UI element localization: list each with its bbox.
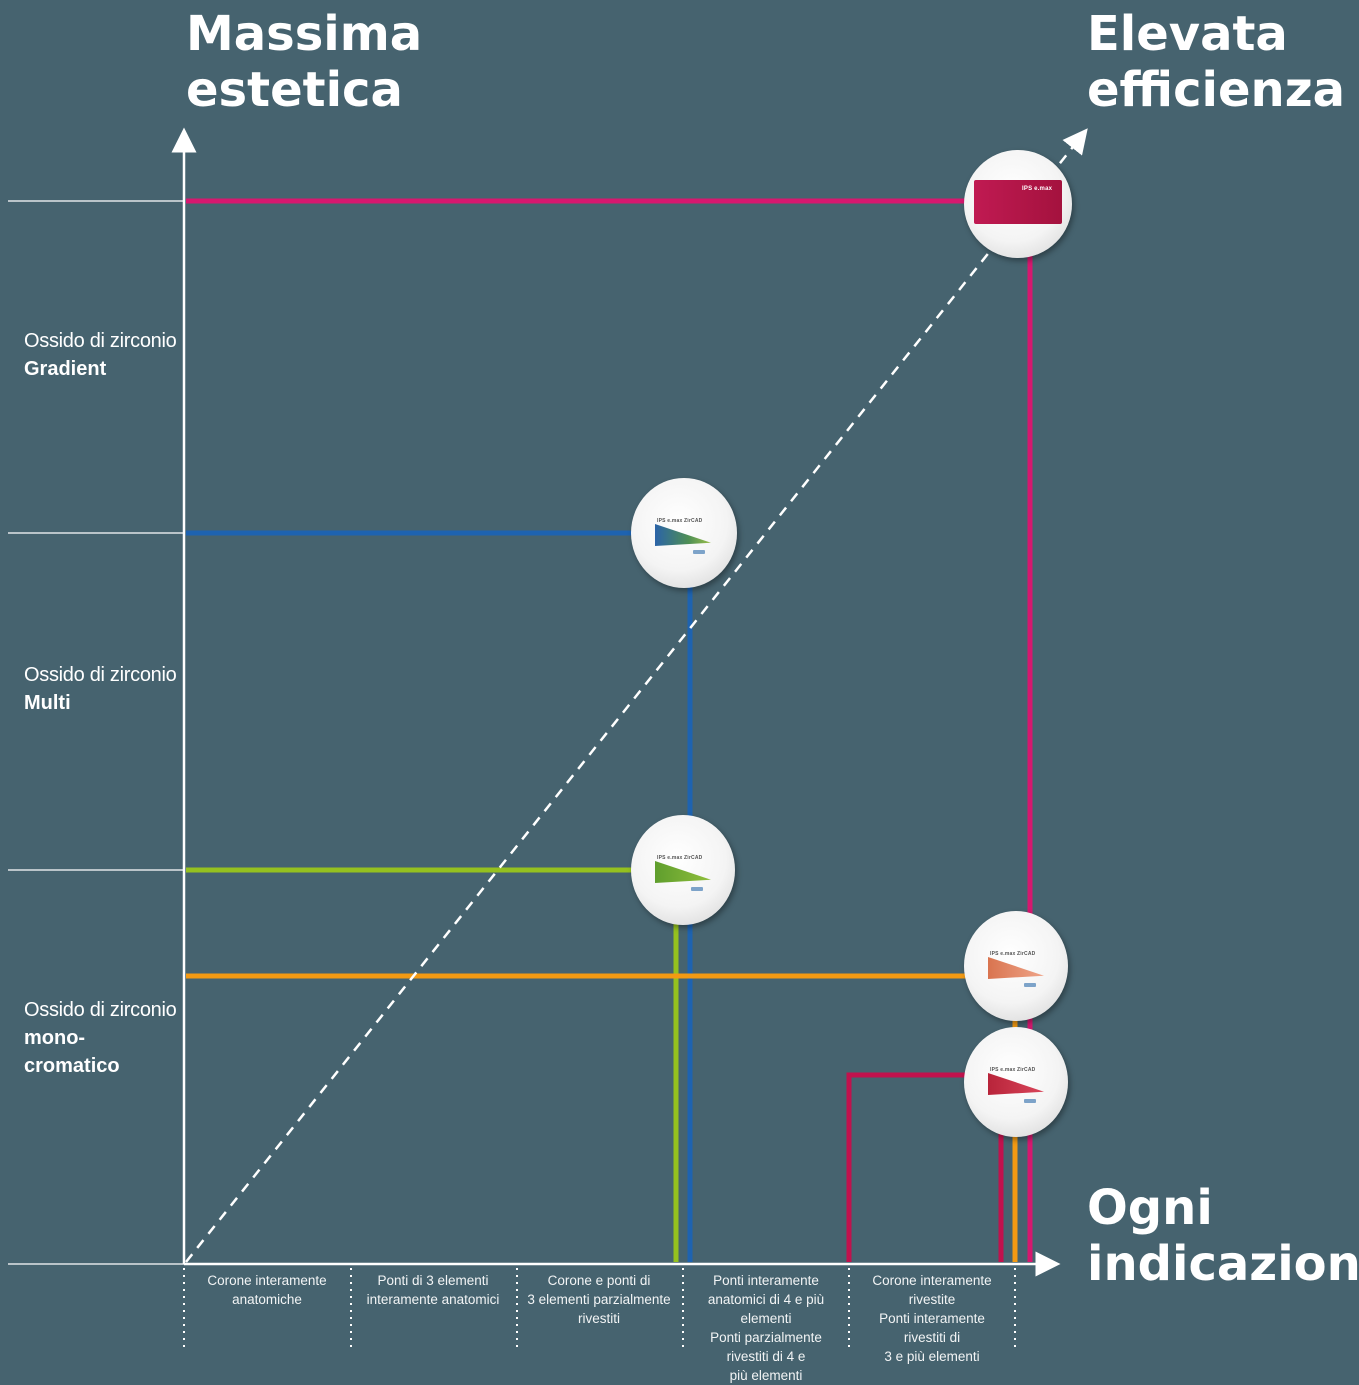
diagonal-title: Elevata efficienza	[1087, 6, 1345, 118]
level-label-mono: Ossido di zirconio mono- cromatico	[24, 996, 177, 1080]
y-axis-title-line2: estetica	[186, 62, 403, 118]
category-label-5-line5: 3 e più elementi	[884, 1349, 980, 1364]
category-label-3-line2: 3 elementi parzialmente	[527, 1292, 671, 1307]
y-axis-title: Massima estetica	[186, 6, 422, 118]
disc-brand-crimson: IPS e.max ZirCAD	[990, 1067, 1036, 1073]
zirconia-disc-icon-crimson: IPS e.max ZirCAD	[964, 1027, 1068, 1137]
category-label-4-line1: Ponti interamente	[713, 1273, 819, 1288]
level-label-mono-name-1: mono-	[24, 1027, 86, 1049]
category-label-4: Ponti interamente anatomici di 4 e più e…	[683, 1271, 849, 1385]
disc-brand-green: IPS e.max ZirCAD	[657, 855, 703, 861]
category-label-1-line2: anatomiche	[232, 1292, 302, 1307]
disc-wedge-multi	[655, 524, 711, 546]
category-label-4-line6: più elementi	[729, 1368, 803, 1383]
category-label-5-line3: Ponti interamente	[879, 1311, 985, 1326]
green-connector	[186, 867, 679, 1262]
level-label-multi: Ossido di zirconio Multi	[24, 661, 177, 717]
category-label-3-line3: rivestiti	[577, 1311, 620, 1326]
level-label-gradient: Ossido di zirconio Gradient	[24, 327, 177, 383]
category-label-5-line4: rivestiti di	[903, 1330, 961, 1345]
zirconia-disc-icon-multi: IPS e.max ZirCAD	[631, 478, 737, 588]
level-label-multi-name: Multi	[24, 692, 71, 714]
disc-wedge-orange	[988, 957, 1044, 979]
category-label-4-line3: elementi	[740, 1311, 792, 1326]
level-label-multi-type: Ossido di zirconio	[24, 664, 177, 686]
category-label-5: Corone interamente rivestite Ponti inter…	[849, 1271, 1015, 1366]
category-label-4-line2: anatomici di 4 e più	[707, 1292, 825, 1307]
disc-logo-orange	[1024, 983, 1036, 987]
disc-wedge-green	[655, 861, 711, 883]
level-label-gradient-type: Ossido di zirconio	[24, 330, 177, 352]
category-label-2: Ponti di 3 elementi interamente anatomic…	[350, 1271, 516, 1309]
disc-label-prime: IPS e.max	[974, 180, 1062, 224]
x-axis-title: Ogni indicazione	[1087, 1180, 1359, 1292]
crimson-connector	[846, 1072, 1004, 1262]
category-label-1: Corone interamente anatomiche	[184, 1271, 350, 1309]
category-label-2-line2: interamente anatomici	[366, 1292, 500, 1307]
level-label-gradient-name: Gradient	[24, 358, 107, 380]
disc-brand-multi: IPS e.max ZirCAD	[657, 518, 703, 524]
level-label-mono-name-2: cromatico	[24, 1055, 120, 1077]
zirconia-disc-icon-green: IPS e.max ZirCAD	[631, 815, 735, 925]
category-label-1-line1: Corone interamente	[207, 1273, 327, 1288]
level-label-mono-type: Ossido di zirconio	[24, 999, 177, 1021]
disc-logo-multi	[693, 550, 705, 554]
x-axis-title-line2: indicazione	[1087, 1236, 1359, 1292]
category-label-5-line1: Corone interamente	[872, 1273, 992, 1288]
y-axis-title-line1: Massima	[186, 6, 423, 62]
disc-wedge-crimson	[988, 1073, 1044, 1095]
disc-brand-orange: IPS e.max ZirCAD	[990, 951, 1036, 957]
zirconia-disc-icon-gradient: IPS e.max	[964, 150, 1072, 258]
efficiency-diagonal-arrow	[185, 128, 1088, 1263]
category-label-3-line1: Corone e ponti di	[547, 1273, 651, 1288]
blue-connector	[186, 530, 693, 1262]
category-label-3: Corone e ponti di 3 elementi parzialment…	[516, 1271, 682, 1328]
orange-connector	[186, 973, 1018, 1262]
zirconia-disc-icon-orange: IPS e.max ZirCAD	[964, 911, 1068, 1021]
category-label-4-line5: rivestiti di 4 e	[726, 1349, 806, 1364]
category-label-4-line4: Ponti parzialmente	[710, 1330, 822, 1345]
category-label-5-line2: rivestite	[908, 1292, 956, 1307]
diagonal-title-line1: Elevata	[1087, 6, 1288, 62]
disc-brand-prime: IPS e.max	[1022, 186, 1053, 192]
diagonal-title-line2: efficienza	[1087, 62, 1346, 118]
x-axis-title-line1: Ogni	[1087, 1180, 1213, 1236]
disc-logo-crimson	[1024, 1099, 1036, 1103]
category-label-2-line1: Ponti di 3 elementi	[377, 1273, 489, 1288]
disc-logo-green	[691, 887, 703, 891]
